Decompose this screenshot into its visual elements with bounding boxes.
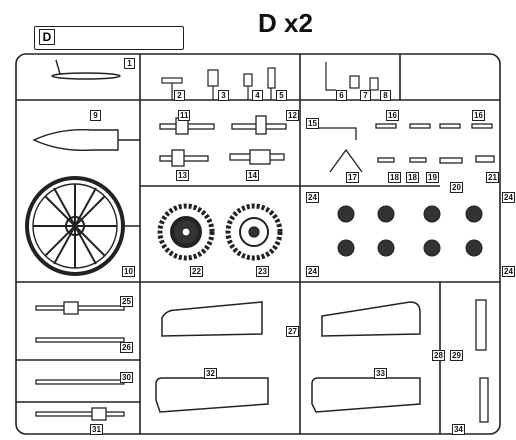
label-21: 21 [486, 172, 499, 183]
label-32: 32 [204, 368, 217, 379]
part-32 [155, 377, 269, 413]
label-15: 15 [306, 118, 319, 129]
label-28: 28 [432, 350, 445, 361]
part-22 [157, 203, 215, 261]
part-25 [35, 305, 125, 311]
label-4: 4 [252, 90, 263, 101]
label-25: 25 [120, 296, 133, 307]
label-12: 12 [286, 110, 299, 121]
label-10: 10 [122, 266, 135, 277]
label-17: 17 [346, 172, 359, 183]
part-20 [439, 157, 463, 164]
label-11: 11 [178, 110, 191, 121]
label-29: 29 [450, 350, 463, 361]
sprue-title: D x2 [258, 8, 313, 38]
part-10 [25, 176, 140, 276]
label-1: 1 [124, 58, 135, 69]
label-3: 3 [218, 90, 229, 101]
part-26 [35, 337, 125, 343]
sprue-tag: D [34, 26, 184, 50]
label-30: 30 [120, 372, 133, 383]
label-19: 19 [426, 172, 439, 183]
label-7: 7 [360, 90, 371, 101]
part-17 [329, 148, 363, 173]
part-1 [51, 59, 121, 80]
part-2 [161, 77, 183, 84]
label-13: 13 [176, 170, 189, 181]
label-24b: 24 [502, 192, 515, 203]
part-34 [479, 377, 489, 423]
label-5: 5 [276, 90, 287, 101]
label-9: 9 [90, 110, 101, 121]
part-21 [475, 155, 495, 163]
label-27: 27 [286, 326, 299, 337]
label-8: 8 [380, 90, 391, 101]
part-23 [225, 203, 283, 261]
part-24 [337, 205, 483, 257]
label-18b: 18 [406, 172, 419, 183]
part-19 [409, 157, 427, 163]
label-14: 14 [246, 170, 259, 181]
part-6 [325, 62, 336, 91]
part-7 [349, 75, 360, 89]
part-4 [243, 73, 253, 87]
label-24d: 24 [502, 266, 515, 277]
label-20: 20 [450, 182, 463, 193]
part-3 [207, 69, 219, 87]
label-16b: 16 [472, 110, 485, 121]
part-33 [311, 377, 421, 413]
label-23: 23 [256, 266, 269, 277]
label-33: 33 [374, 368, 387, 379]
label-24a: 24 [306, 192, 319, 203]
part-18 [377, 157, 395, 163]
label-18a: 18 [388, 172, 401, 183]
part-15 [312, 127, 357, 140]
label-31: 31 [90, 424, 103, 435]
sprue-frame [15, 53, 501, 435]
part-9 [32, 129, 140, 151]
part-29 [475, 299, 487, 351]
part-28 [321, 301, 421, 337]
label-22: 22 [190, 266, 203, 277]
label-16a: 16 [386, 110, 399, 121]
label-2: 2 [174, 90, 185, 101]
label-34: 34 [452, 424, 465, 435]
sprue-letter: D [39, 29, 55, 45]
part-5 [267, 67, 276, 89]
part-27 [161, 301, 263, 337]
label-6: 6 [336, 90, 347, 101]
label-26: 26 [120, 342, 133, 353]
label-24c: 24 [306, 266, 319, 277]
part-16 [375, 123, 397, 129]
part-31 [35, 411, 125, 417]
part-8 [369, 77, 379, 91]
part-30 [35, 379, 125, 385]
